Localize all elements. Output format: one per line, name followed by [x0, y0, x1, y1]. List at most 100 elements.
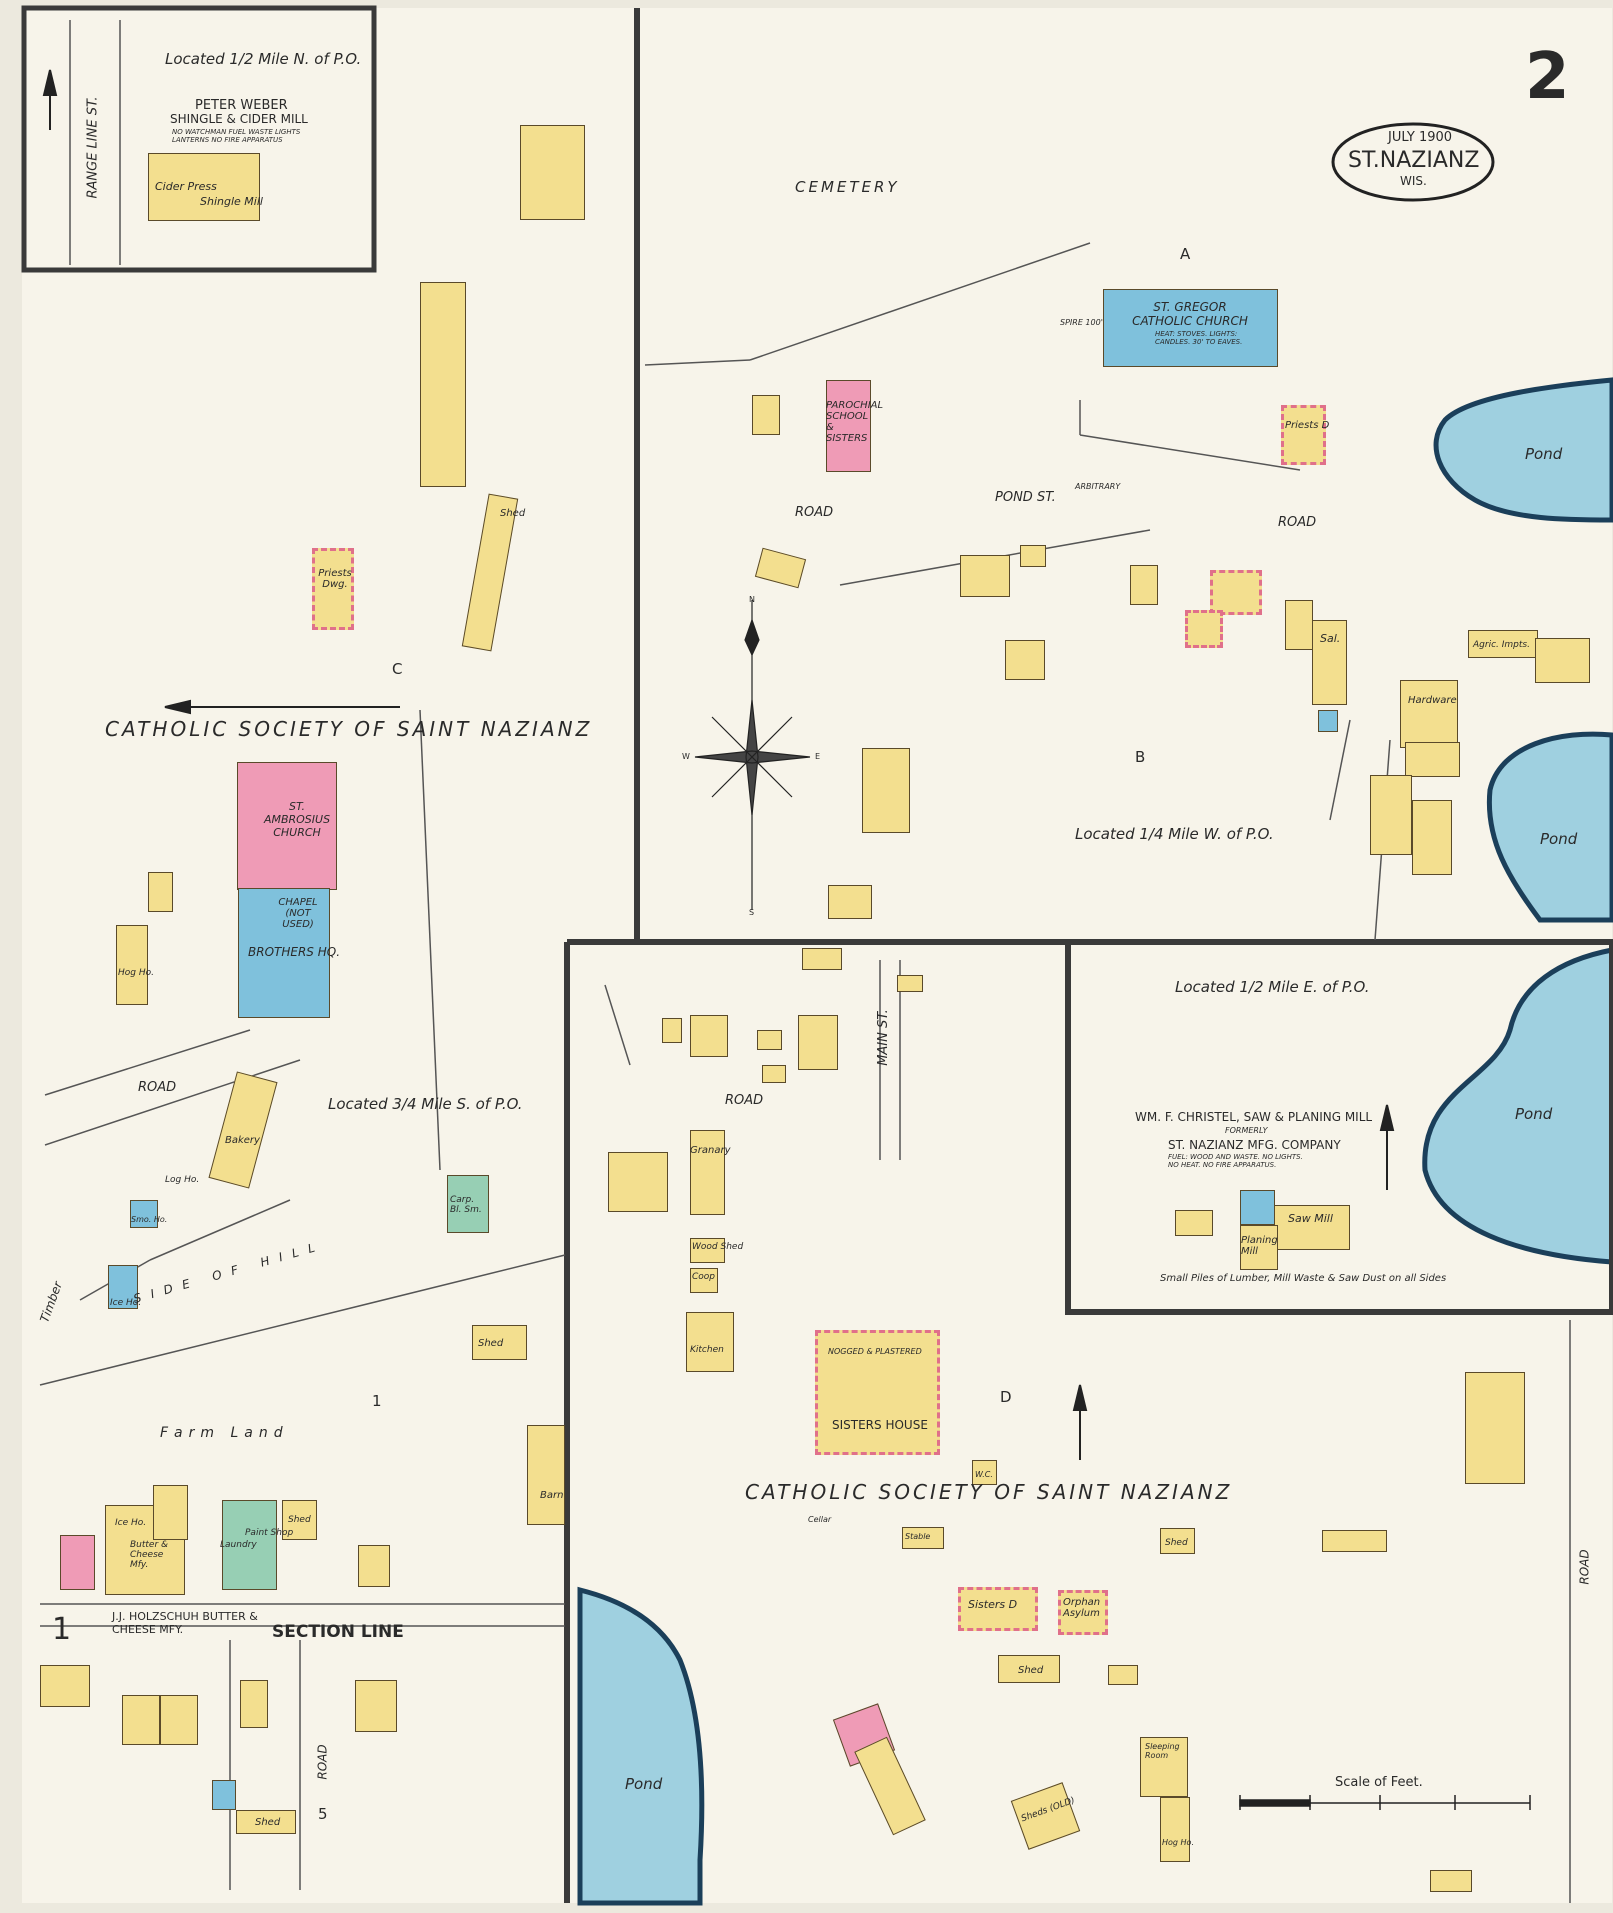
cemetery-label: CEMETERY	[795, 178, 900, 196]
location-e: Located 1/2 Mile E. of P.O.	[1175, 978, 1370, 996]
laundry-label: Laundry	[220, 1540, 257, 1550]
building-20	[1108, 1665, 1138, 1685]
granary-label: Granary	[690, 1145, 731, 1156]
cellar-label: Cellar	[808, 1515, 832, 1524]
shed-5	[236, 1810, 296, 1834]
building-30	[148, 872, 173, 912]
building-24	[420, 282, 466, 487]
building-main-4	[690, 1015, 728, 1057]
hog-ho-label: Hog Ho.	[118, 968, 154, 978]
christel-label: WM. F. CHRISTEL, SAW & PLANING MILL	[1135, 1110, 1373, 1124]
brothers-hq	[238, 888, 330, 1018]
building-508	[960, 555, 1010, 597]
main-st: MAIN ST.	[875, 1009, 891, 1066]
barn-23	[1430, 1870, 1472, 1892]
location-s: Located 3/4 Mile S. of P.O.	[328, 1095, 523, 1113]
title-town: ST.NAZIANZ	[1348, 148, 1480, 173]
pond-label-sw: Pond	[625, 1775, 663, 1793]
compass-e: E	[815, 752, 821, 761]
coop-514	[1318, 710, 1338, 732]
d-516	[1535, 638, 1590, 683]
pond-st: POND ST.	[995, 490, 1056, 505]
christel-west	[1175, 1210, 1213, 1236]
laundry-paint-shop	[222, 1500, 277, 1590]
building-main-2	[897, 975, 923, 992]
block-a: A	[1180, 245, 1191, 263]
weber-mill-building	[148, 153, 260, 221]
stable-label: Stable	[905, 1532, 931, 1541]
butter-label: Butter & Cheese Mfy.	[130, 1540, 169, 1570]
road-label-w: ROAD	[138, 1080, 177, 1095]
agric-label: Agric. Impts.	[1473, 640, 1530, 650]
shed-211	[212, 1780, 236, 1810]
coop-label: Coop	[692, 1272, 716, 1282]
barn	[527, 1425, 565, 1525]
ice-ho-label: Ice Ho.	[110, 1298, 142, 1308]
formerly-label: FORMERLY	[1225, 1126, 1268, 1135]
building-2	[608, 1152, 668, 1212]
butter-west-wing	[60, 1535, 95, 1590]
block-1: 1	[372, 1392, 382, 1410]
section-1-label: 1	[52, 1612, 75, 1647]
pond-label-ne: Pond	[1525, 445, 1563, 463]
arbitrary: ARBITRARY	[1075, 482, 1121, 491]
shed-16	[1160, 1528, 1195, 1554]
sisters-house	[815, 1330, 940, 1455]
smoke-ho-36	[130, 1200, 158, 1228]
shed-farm-label: Shed	[478, 1338, 504, 1349]
d-508-half	[862, 748, 910, 833]
ice-ho2-label: Ice Ho.	[115, 1518, 147, 1528]
wood-shed-3	[690, 1238, 725, 1263]
road-label-ne: ROAD	[1278, 515, 1317, 530]
location-n: Located 1/2 Mile N. of P.O.	[165, 50, 362, 68]
scale-bar	[1239, 1795, 1531, 1810]
coop-4	[690, 1268, 718, 1293]
d-515	[1405, 742, 1460, 777]
peter-weber: PETER WEBER	[195, 98, 288, 113]
st-ambrosius-label: ST. AMBROSIUS CHURCH	[263, 800, 331, 839]
hog-ho-22-label: Hog Ho.	[1162, 1838, 1194, 1847]
title-date: JULY 1900	[1388, 130, 1453, 145]
building-515-half	[1370, 775, 1412, 855]
granary-1	[690, 1130, 725, 1215]
catholic-society-south: CATHOLIC SOCIETY OF SAINT NAZIANZ	[745, 1480, 1233, 1504]
carp-bl-sm-37	[447, 1175, 489, 1233]
range-line-st: RANGE LINE ST.	[85, 96, 101, 199]
cider-press: Cider Press	[155, 180, 217, 193]
carp-label: Carp. Bl. Sm.	[450, 1195, 482, 1215]
catholic-society-north: CATHOLIC SOCIETY OF SAINT NAZIANZ	[105, 717, 593, 741]
building-main-3	[662, 1018, 682, 1043]
ice-ho-2	[153, 1485, 188, 1540]
d-210	[240, 1680, 268, 1728]
holzschuh-label: J.J. HOLZSCHUH BUTTER & CHEESE MFY.	[112, 1610, 258, 1636]
d-205	[358, 1545, 390, 1587]
planing-mill-label: Planing Mill	[1241, 1235, 1278, 1257]
shed-201-label: Shed	[288, 1515, 311, 1525]
sisters-d-14	[958, 1587, 1038, 1631]
compass-w: W	[682, 752, 690, 761]
shed-201	[282, 1500, 317, 1540]
building-508-3-4	[828, 885, 872, 919]
road-label-sw: ROAD	[315, 1744, 330, 1780]
shed-16-label: Shed	[1165, 1538, 1188, 1548]
d-510-half	[1005, 640, 1045, 680]
d-212	[355, 1680, 397, 1732]
orphan-label: Orphan Asylum	[1063, 1597, 1101, 1619]
parochial-school	[826, 380, 871, 472]
d-17	[1322, 1530, 1387, 1552]
building-main-7	[762, 1065, 786, 1083]
kitchen-5	[686, 1312, 734, 1372]
parochial-label: PAROCHIAL SCHOOL & SISTERS	[826, 400, 884, 444]
priests-dwelling-25	[312, 548, 354, 630]
stable-11	[902, 1527, 944, 1549]
pond-e	[1486, 731, 1613, 923]
sleeping-room-22	[1140, 1737, 1188, 1797]
spire: SPIRE 100'	[1060, 318, 1103, 327]
hardware-label: Hardware	[1408, 695, 1457, 706]
shed-5-label: Shed	[255, 1817, 281, 1828]
hardware	[1400, 680, 1458, 748]
wood-shed-label: Wood Shed	[692, 1242, 744, 1252]
shed-farmland	[472, 1325, 527, 1360]
wood-ho	[752, 395, 780, 435]
engine-boiler	[1240, 1190, 1275, 1225]
